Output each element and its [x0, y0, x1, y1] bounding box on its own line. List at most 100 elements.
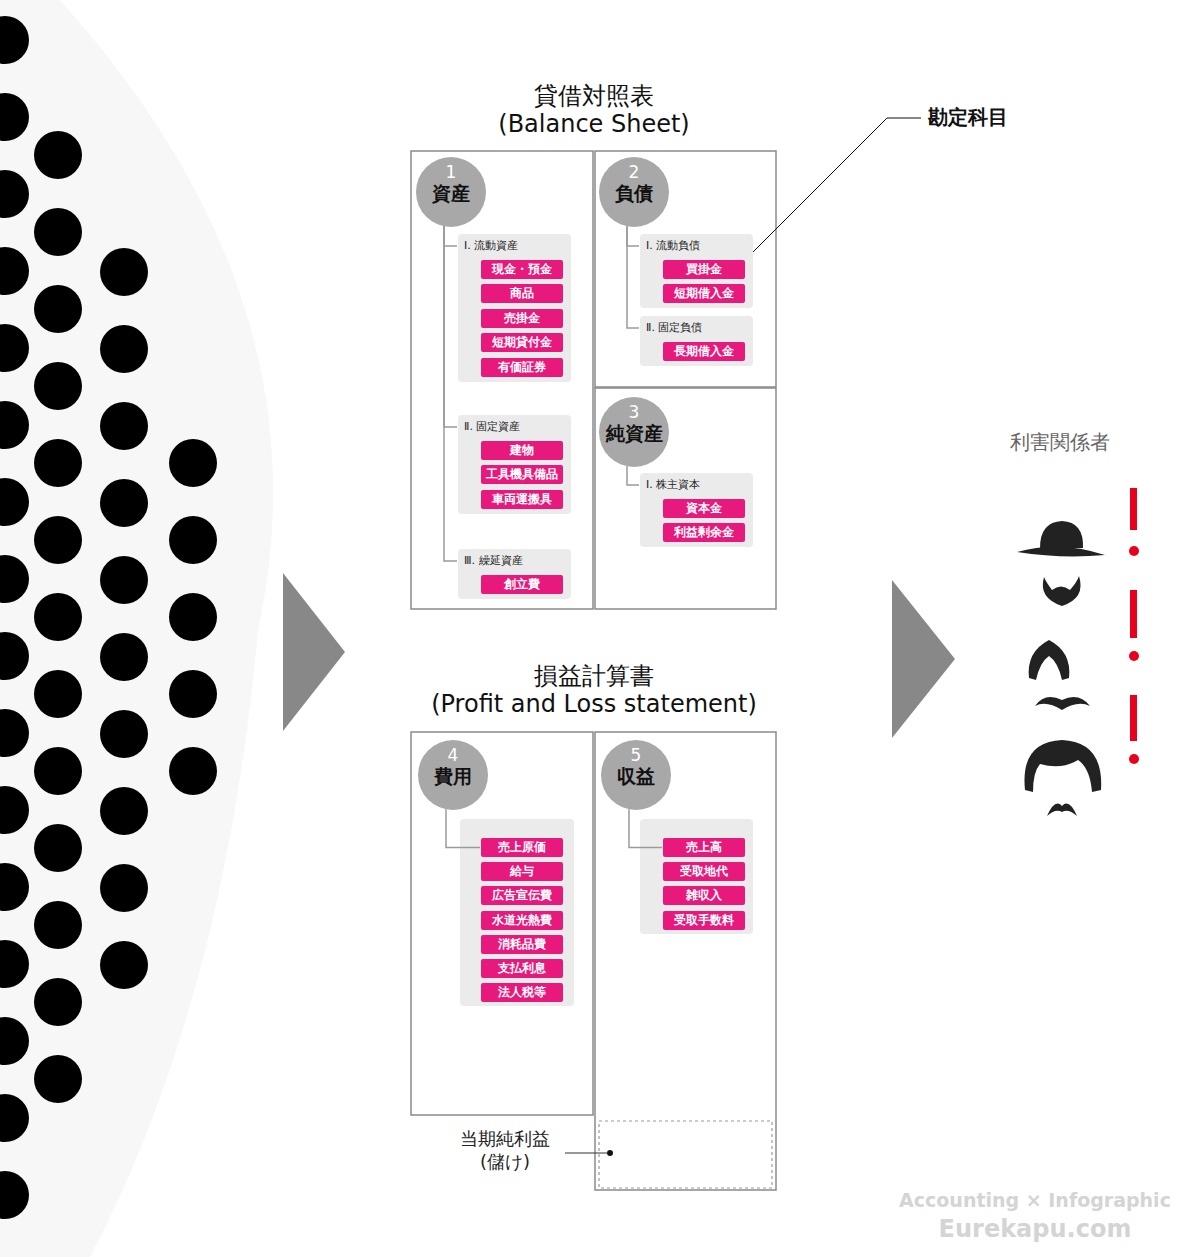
category-circle: 2負債: [599, 157, 669, 227]
account-name: 短期借入金: [663, 284, 745, 303]
leader-line: [565, 1153, 608, 1154]
tree-connector: [446, 809, 480, 847]
exclamation-marks: [1129, 488, 1139, 764]
exclamation-bar: [1130, 695, 1137, 741]
account-tag: 現金・預金: [481, 260, 563, 279]
account-name: 有価証券: [481, 358, 563, 377]
account-tag: 長期借入金: [663, 342, 745, 361]
account-tag: 支払利息: [481, 959, 563, 978]
dot: [34, 593, 82, 641]
category-circle: 4費用: [418, 740, 488, 810]
group-heading: Ⅱ. 固定資産: [464, 419, 565, 435]
heading: 損益計算書: [394, 662, 794, 691]
heading: (Balance Sheet): [444, 110, 744, 139]
callout-number: 3: [629, 403, 640, 421]
account-group: Ⅲ. 繰延資産創立費: [458, 549, 571, 599]
category-circle: 3純資産: [599, 397, 669, 467]
account-tag: 受取地代: [663, 862, 745, 881]
dot: [0, 940, 29, 988]
dot: [0, 170, 29, 218]
account-tag: 短期貸付金: [481, 333, 563, 352]
dot: [34, 208, 82, 256]
category-name: 収益: [617, 764, 655, 788]
account-tag: 売掛金: [481, 309, 563, 328]
callout-number: 1: [446, 163, 457, 181]
profit-box: [599, 1121, 772, 1188]
account-tag: 商品: [481, 284, 563, 303]
account-tag: 法人税等: [481, 983, 563, 1002]
dot: [0, 247, 29, 295]
account-tag: 広告宣伝費: [481, 886, 563, 905]
dot: [100, 248, 148, 296]
tree-connector: [627, 226, 639, 328]
dot: [0, 632, 29, 680]
stakeholder-illustration: [1017, 521, 1105, 816]
dot: [0, 863, 29, 911]
hair: [1024, 740, 1101, 792]
assets-pane: [411, 151, 593, 609]
exclamation-bar: [1130, 488, 1137, 530]
exclamation-bar: [1130, 590, 1137, 638]
watermark: Eurekapu.com: [885, 1215, 1185, 1244]
dot: [100, 864, 148, 912]
dot: [0, 16, 29, 64]
account-group: Ⅱ. 固定資産建物工具機具備品車両運搬具: [458, 415, 571, 514]
category-name: 費用: [434, 764, 472, 788]
tree-connector: [444, 226, 457, 427]
dot-pattern: [0, 16, 217, 1219]
tree-connector: [627, 466, 639, 485]
dot: [34, 439, 82, 487]
leader-line: [736, 118, 921, 269]
account-name: 工具機具備品: [481, 465, 563, 484]
dot: [34, 901, 82, 949]
account-group: Ⅰ. 流動資産現金・預金商品売掛金短期貸付金有価証券: [458, 234, 571, 382]
category-name: 純資産: [606, 421, 663, 445]
account-group: Ⅰ. 株主資本資本金利益剰余金: [640, 473, 753, 547]
dot: [0, 93, 29, 141]
dot: [0, 478, 29, 526]
account-name: 雑収入: [663, 886, 745, 905]
hair: [1029, 640, 1070, 680]
beard: [1043, 576, 1081, 606]
dot: [0, 1094, 29, 1142]
dot: [34, 1055, 82, 1103]
dot: [34, 131, 82, 179]
mustache: [1047, 804, 1077, 816]
dot: [100, 633, 148, 681]
dot: [100, 787, 148, 835]
annotation: 当期純利益 (儲け): [455, 1127, 555, 1174]
account-name: 短期貸付金: [481, 333, 563, 352]
group-heading: Ⅰ. 株主資本: [646, 477, 747, 493]
account-name: 商品: [481, 284, 563, 303]
heading: 貸借対照表: [444, 82, 744, 111]
category-name: 負債: [615, 181, 653, 205]
dot: [34, 670, 82, 718]
account-name: 売掛金: [481, 309, 563, 328]
account-tag: 受取手数料: [663, 911, 745, 930]
group-heading: Ⅲ. 繰延資産: [464, 553, 565, 569]
dot: [0, 1017, 29, 1065]
flow-arrow: [283, 573, 345, 731]
account-name: 車両運搬具: [481, 490, 563, 509]
account-name: 水道光熱費: [481, 911, 563, 930]
dot: [34, 516, 82, 564]
dot: [0, 401, 29, 449]
watermark: Accounting × Infographic: [875, 1189, 1195, 1212]
dot: [100, 710, 148, 758]
revenue-pane: [595, 732, 776, 1190]
account-tag: 創立費: [481, 575, 563, 594]
category-circle: 5収益: [601, 740, 671, 810]
tree-connector: [444, 226, 457, 246]
account-tag: 資本金: [663, 499, 745, 518]
account-tag: 短期借入金: [663, 284, 745, 303]
group-heading: Ⅰ. 流動資産: [464, 238, 565, 254]
account-tag: 買掛金: [663, 260, 745, 279]
dot: [0, 324, 29, 372]
account-name: 買掛金: [663, 260, 745, 279]
dot: [100, 941, 148, 989]
flow-arrow: [892, 580, 955, 738]
account-name: 消耗品費: [481, 935, 563, 954]
liabilities-pane: [595, 151, 776, 387]
account-tag: 車両運搬具: [481, 490, 563, 509]
